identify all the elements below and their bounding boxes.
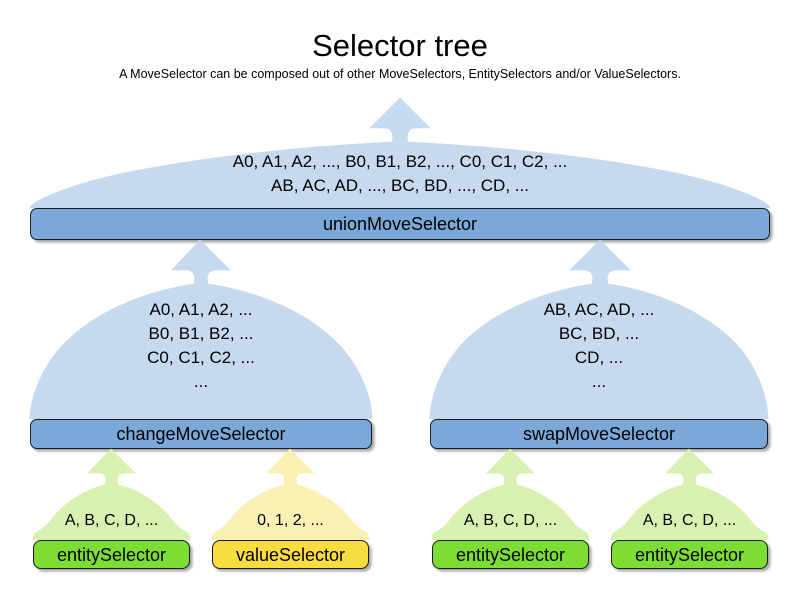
change-label-bar[interactable]: changeMoveSelector	[30, 419, 372, 449]
node-change-move-selector[interactable]: A0, A1, A2, ... B0, B1, B2, ... C0, C1, …	[29, 239, 373, 449]
value1-label-bar[interactable]: valueSelector	[212, 540, 369, 569]
node-entity-selector-1[interactable]: A, B, C, D, ... entitySelector	[32, 448, 191, 569]
swap-arrow-shape	[429, 239, 769, 420]
union-label-bar[interactable]: unionMoveSelector	[30, 208, 770, 240]
node-swap-move-selector[interactable]: AB, AC, AD, ... BC, BD, ... CD, ... ... …	[429, 239, 769, 449]
change-arrow-shape	[29, 239, 373, 420]
node-union-move-selector[interactable]: A0, A1, A2, ..., B0, B1, B2, ..., C0, C1…	[29, 97, 771, 240]
node-entity-selector-2[interactable]: A, B, C, D, ... entitySelector	[431, 448, 590, 569]
node-value-selector-1[interactable]: 0, 1, 2, ... valueSelector	[211, 448, 370, 569]
page-title: Selector tree	[312, 28, 488, 63]
node-entity-selector-3[interactable]: A, B, C, D, ... entitySelector	[610, 448, 769, 569]
entity3-label-bar[interactable]: entitySelector	[611, 540, 768, 569]
swap-label-bar[interactable]: swapMoveSelector	[430, 419, 768, 449]
entity2-label-bar[interactable]: entitySelector	[432, 540, 589, 569]
entity1-label-bar[interactable]: entitySelector	[33, 540, 190, 569]
page-subtitle: A MoveSelector can be composed out of ot…	[119, 67, 681, 81]
